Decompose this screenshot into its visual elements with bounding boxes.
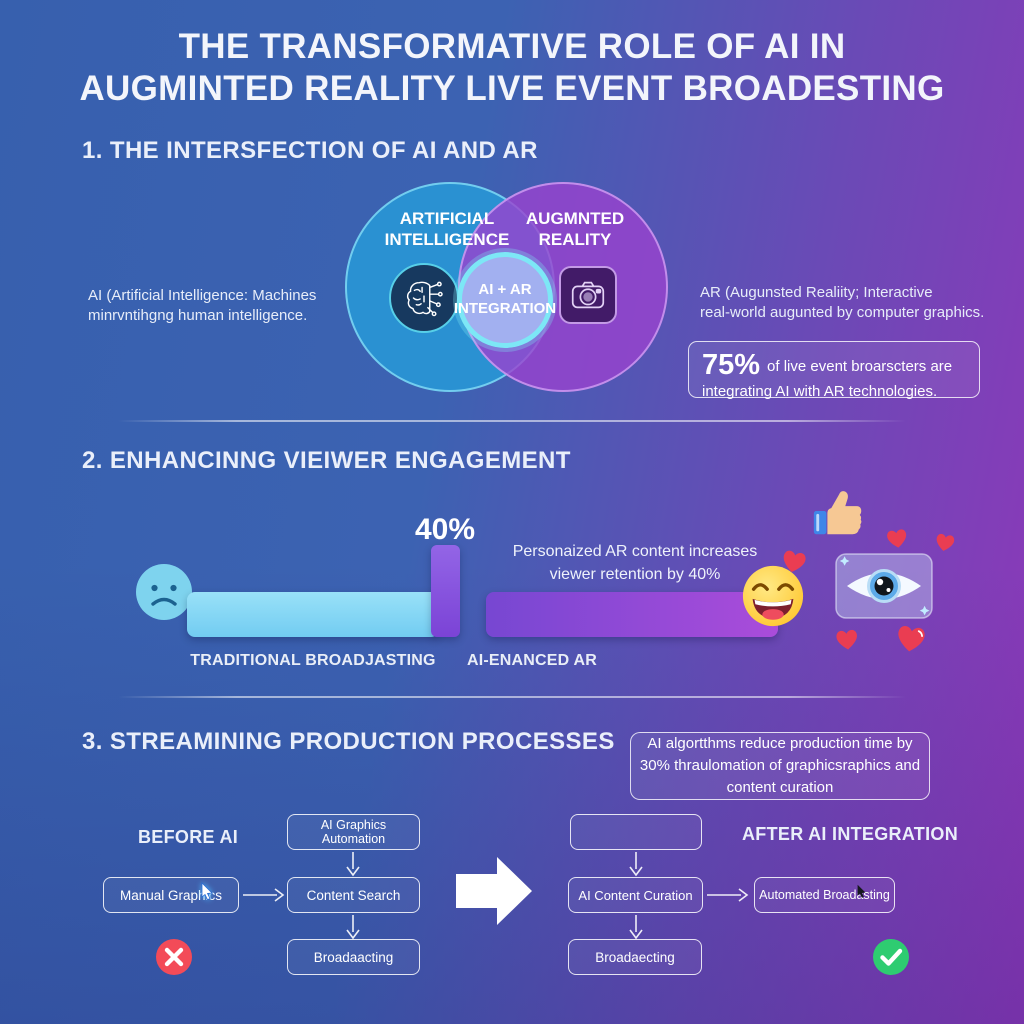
ai-badge — [389, 263, 459, 333]
before-ai-label: BEFORE AI — [138, 827, 239, 847]
flow-box-broadcasting-before: Broadaacting — [287, 939, 420, 975]
stat-box-30: AI algortthms reduce production time by … — [630, 732, 930, 800]
thumbs-up-icon — [810, 482, 868, 540]
page-title-line-1: THE TRANSFORMATIVE ROLE OF AI IN — [178, 27, 846, 66]
camera-icon — [567, 274, 609, 316]
retention-note: Personaized AR content increases viewer … — [512, 543, 758, 584]
stat-box-75: 75%of live event broarscters are integra… — [688, 341, 980, 400]
flow-box-empty — [570, 814, 702, 850]
arrow-right-icon — [243, 887, 287, 903]
heart-icon — [776, 543, 812, 579]
section1-heading: 1. THE INTERSFECTION OF AI AND AR — [82, 137, 538, 164]
heart-icon — [832, 624, 863, 655]
flow-box-ai-content-curation: AI Content Curation — [568, 877, 703, 913]
page-title-line-2: AUGMINTED REALITY LIVE EVENT BROADESTING — [79, 69, 945, 108]
bar-ai-enhanced — [486, 592, 778, 637]
arrow-right-icon — [707, 887, 751, 903]
ar-badge — [559, 266, 617, 324]
error-cross-icon — [155, 938, 193, 976]
venn-center-label: AI + AR INTEGRATION — [453, 281, 557, 317]
flow-box-ai-graphics-automation: AI Graphics Automation — [287, 814, 420, 850]
arrow-down-icon — [628, 852, 644, 877]
increase-value-label: 40% — [414, 513, 476, 546]
flow-box-automated-broadcasting: Automated Broadasting — [754, 877, 895, 913]
heart-icon — [882, 523, 911, 552]
ar-definition-note: AR (Augunsted Realiity; Interactive real… — [700, 284, 985, 322]
ai-definition-note: AI (Artificial Intelligence: Machines mi… — [88, 287, 317, 325]
section-divider-1 — [118, 420, 906, 422]
sad-face-icon — [134, 562, 194, 622]
bar-traditional — [187, 592, 439, 637]
heart-icon — [891, 618, 932, 659]
flow-box-manual-graphics: Manual Graphics — [103, 877, 239, 913]
venn-ai-label: ARTIFICIAL INTELLIGENCE — [384, 209, 510, 250]
section2-heading: 2. ENHANCINNG VIEIWER ENGAGEMENT — [82, 447, 571, 474]
bar-ai-enhanced-label: AI-ENANCED AR — [466, 652, 597, 669]
eye-icon — [835, 553, 933, 619]
arrow-down-icon — [628, 915, 644, 940]
bar-traditional-label: TRADITIONAL BROADJASTING — [190, 652, 436, 669]
after-ai-label: AFTER AI INTEGRATION — [742, 824, 958, 844]
brain-circuit-icon — [401, 275, 447, 321]
section-divider-2 — [118, 696, 906, 698]
mouse-cursor-icon — [200, 882, 214, 900]
arrow-down-icon — [345, 915, 361, 940]
mouse-cursor-icon — [856, 884, 867, 898]
flow-box-content-search: Content Search — [287, 877, 420, 913]
bar-increase — [431, 545, 460, 637]
stat-text-75: of live event broarscters are integratin… — [702, 358, 953, 400]
flow-box-broadcasting-after: Broadaecting — [568, 939, 702, 975]
laughing-face-icon — [740, 563, 806, 629]
venn-diagram: ARTIFICIAL INTELLIGENCE AUGMNTED REALITY — [345, 182, 670, 394]
heart-icon — [931, 528, 959, 556]
stat-value-75: 75% — [702, 349, 761, 381]
arrow-down-icon — [345, 852, 361, 877]
page-title: THE TRANSFORMATIVE ROLE OF AI IN AUGMINT… — [0, 26, 1024, 110]
big-right-arrow-icon — [456, 855, 534, 927]
venn-ar-label: AUGMNTED REALITY — [525, 209, 625, 250]
section3-heading: 3. STREAMINING PRODUCTION PROCESSES — [82, 728, 615, 755]
venn-intersection: AI + AR INTEGRATION — [453, 252, 557, 348]
success-check-icon — [872, 938, 910, 976]
